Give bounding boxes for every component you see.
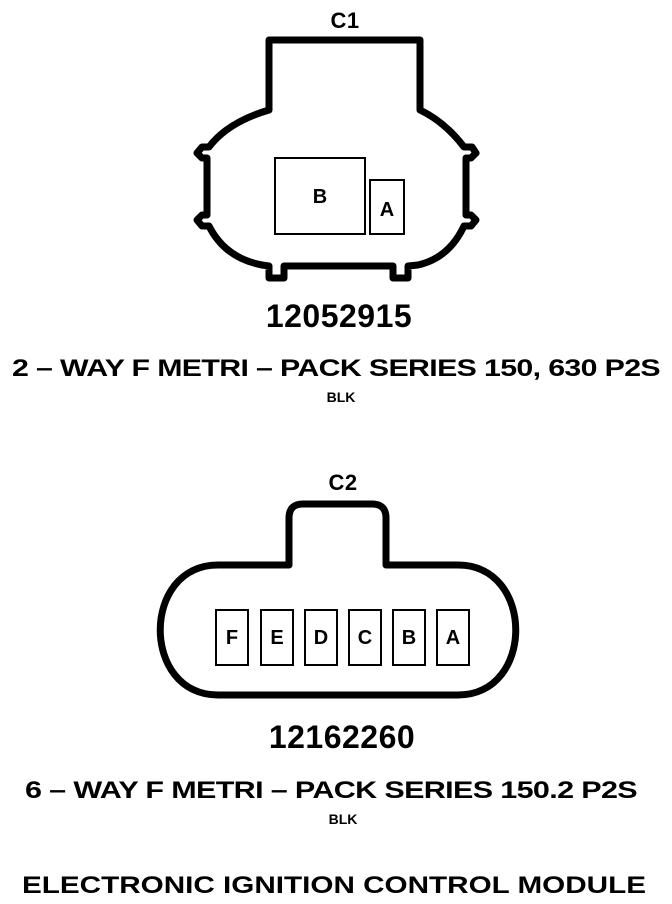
c2-part-number: 12162260: [269, 719, 415, 755]
c1-part-number: 12052915: [266, 298, 412, 334]
c2-pin-e: E: [270, 627, 283, 649]
c2-pin-f: F: [226, 627, 238, 649]
c1-description: 2 – WAY F METRI – PACK SERIES 150, 630 P…: [12, 355, 661, 382]
c2-pin-d: D: [314, 627, 328, 649]
c2-pin-a: A: [446, 627, 460, 649]
c1-connector-outline: [193, 36, 480, 282]
c2-pin-c: C: [358, 627, 372, 649]
c1-cavity-b: [274, 157, 366, 235]
c2-cavity-f: [215, 609, 249, 666]
c2-cavity-a: [436, 609, 470, 666]
c2-connector-outline: [156, 500, 520, 699]
c2-description: 6 – WAY F METRI – PACK SERIES 150.2 P2S: [25, 777, 638, 804]
c1-label: C1: [330, 8, 359, 33]
c1-pin-b: B: [313, 186, 327, 208]
c2-cavity-c: [348, 609, 382, 666]
c2-cavity-d: [304, 609, 338, 666]
c2-cavity-b: [392, 609, 426, 666]
c2-pin-b: B: [402, 627, 416, 649]
c2-label: C2: [328, 470, 357, 495]
c1-color-code: BLK: [327, 389, 356, 405]
c1-cavity-a: [369, 179, 405, 235]
c2-color-code: BLK: [329, 811, 358, 827]
module-title: ELECTRONIC IGNITION CONTROL MODULE: [22, 872, 646, 899]
c1-pin-a: A: [380, 199, 394, 221]
c2-cavity-e: [260, 609, 294, 666]
